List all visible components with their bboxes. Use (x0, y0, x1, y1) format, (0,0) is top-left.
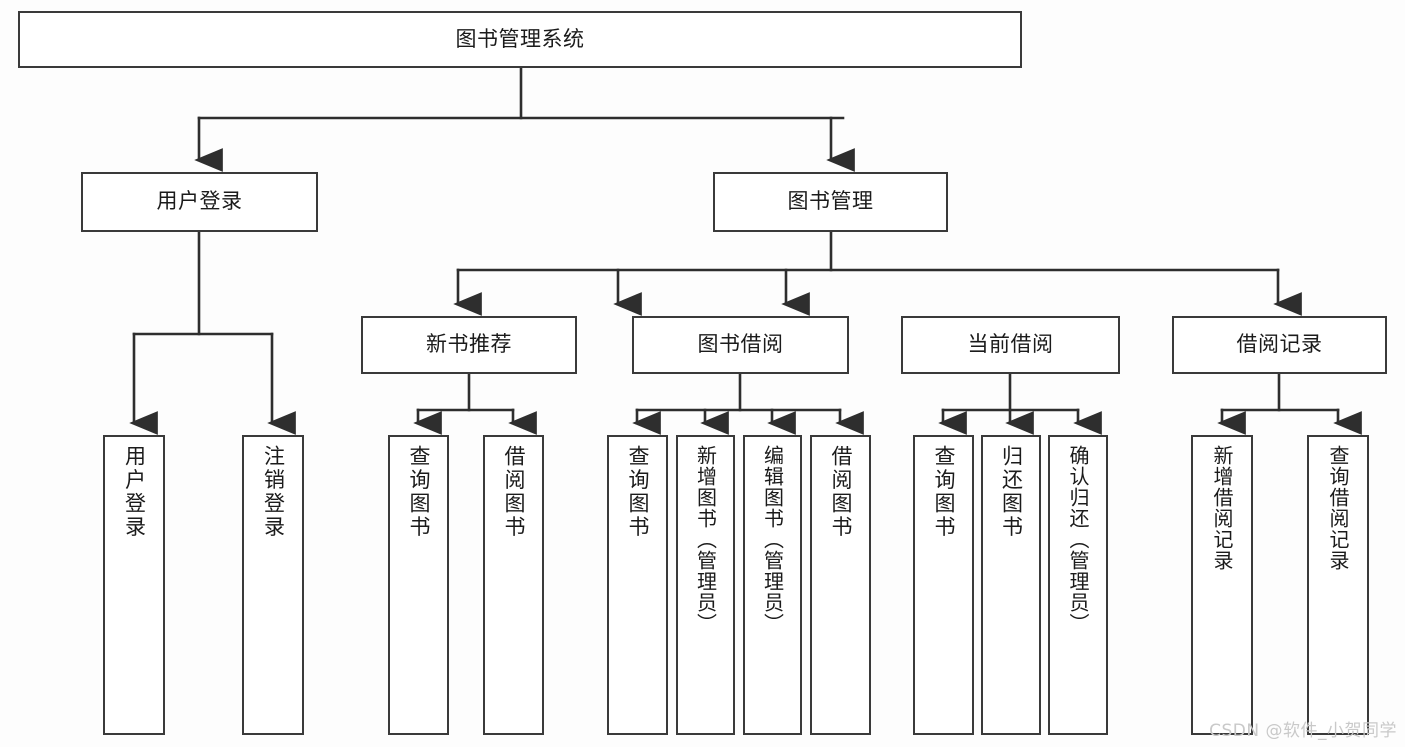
node-borrow-record[interactable]: 借阅记录 (1172, 316, 1387, 374)
node-book-manage[interactable]: 图书管理 (713, 172, 948, 232)
node-user-login[interactable]: 用户登录 (81, 172, 318, 232)
node-root[interactable]: 图书管理系统 (18, 11, 1022, 68)
node-leaf-query-book-3-label: 查询图书 (932, 445, 956, 539)
node-leaf-return-book[interactable]: 归还图书 (981, 435, 1041, 735)
node-current-borrow-label: 当前借阅 (967, 332, 1054, 357)
node-leaf-borrow-book-1[interactable]: 借阅图书 (483, 435, 544, 735)
csdn-watermark: CSDN @软件_小贺同学 (1209, 721, 1397, 741)
node-leaf-query-book-1[interactable]: 查询图书 (388, 435, 449, 735)
node-leaf-borrow-book-1-label: 借阅图书 (502, 445, 526, 539)
node-current-borrow[interactable]: 当前借阅 (901, 316, 1120, 374)
node-leaf-query-book-3[interactable]: 查询图书 (913, 435, 974, 735)
node-leaf-return-book-label: 归还图书 (999, 445, 1024, 539)
node-user-login-label: 用户登录 (156, 189, 243, 214)
node-leaf-query-book-2[interactable]: 查询图书 (607, 435, 668, 735)
node-book-borrow[interactable]: 图书借阅 (632, 316, 849, 374)
node-leaf-add-book-label: 新增图书（管理员） (693, 445, 718, 634)
node-leaf-user-login-label: 用户登录 (122, 445, 147, 539)
node-leaf-add-book[interactable]: 新增图书（管理员） (676, 435, 735, 735)
node-leaf-confirm-return[interactable]: 确认归还（管理员） (1048, 435, 1108, 735)
node-leaf-edit-book-label: 编辑图书（管理员） (760, 445, 785, 634)
node-leaf-logout-login[interactable]: 注销登录 (242, 435, 304, 735)
node-leaf-borrow-book-2[interactable]: 借阅图书 (810, 435, 871, 735)
node-leaf-borrow-book-2-label: 借阅图书 (829, 445, 853, 539)
node-leaf-query-book-1-label: 查询图书 (407, 445, 431, 539)
node-new-book-recommend-label: 新书推荐 (426, 332, 512, 357)
node-new-book-recommend[interactable]: 新书推荐 (361, 316, 577, 374)
node-book-borrow-label: 图书借阅 (697, 332, 784, 357)
node-leaf-query-book-2-label: 查询图书 (626, 445, 650, 539)
node-leaf-add-record[interactable]: 新增借阅记录 (1191, 435, 1253, 735)
node-leaf-confirm-return-label: 确认归还（管理员） (1066, 445, 1090, 634)
node-borrow-record-label: 借阅记录 (1236, 332, 1323, 357)
node-leaf-query-record-label: 查询借阅记录 (1326, 445, 1350, 571)
node-leaf-add-record-label: 新增借阅记录 (1210, 445, 1234, 571)
node-leaf-logout-login-label: 注销登录 (261, 445, 286, 539)
node-leaf-edit-book[interactable]: 编辑图书（管理员） (743, 435, 802, 735)
node-root-label: 图书管理系统 (455, 26, 585, 51)
node-leaf-user-login[interactable]: 用户登录 (103, 435, 165, 735)
node-book-manage-label: 图书管理 (787, 189, 874, 214)
node-leaf-query-record[interactable]: 查询借阅记录 (1307, 435, 1369, 735)
